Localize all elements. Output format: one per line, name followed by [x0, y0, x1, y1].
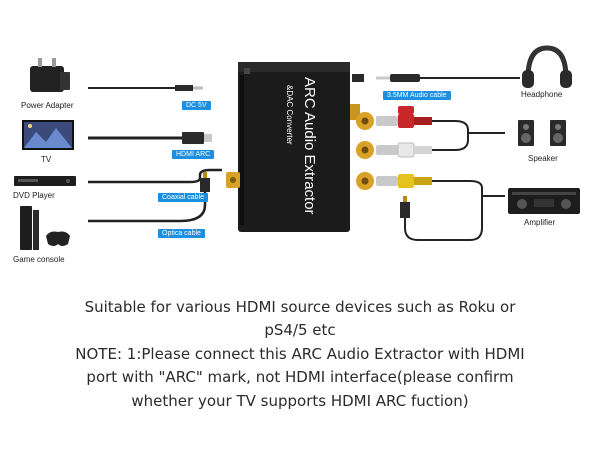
rca-amp-cable — [432, 180, 505, 197]
rca-plug-yellow — [376, 174, 432, 188]
optical-plug — [200, 178, 210, 192]
tag-optica-cable: Optica cable — [158, 229, 205, 238]
tag-hdmi-arc: HDMI ARC — [172, 150, 215, 159]
power-adapter-label: Power Adapter — [21, 101, 74, 110]
tag-dc-5v: DC 5V — [182, 101, 211, 110]
dvd-player-icon — [14, 176, 76, 186]
description-line: NOTE: 1:Please connect this ARC Audio Ex… — [75, 344, 525, 363]
rca-plug-white-top — [376, 142, 432, 158]
tv-icon — [22, 120, 74, 150]
description-line: port with "ARC" mark, not HDMI interface… — [86, 368, 514, 387]
headphone-icon — [522, 45, 572, 88]
description-line: whether your TV supports HDMI ARC fuctio… — [131, 391, 469, 410]
description-line: pS4/5 etc — [264, 321, 336, 340]
optical-out-cable — [404, 196, 483, 241]
power-adapter-icon — [30, 58, 70, 92]
dc-plug — [175, 85, 193, 91]
speaker-label: Speaker — [528, 154, 558, 163]
optical-out-plug — [400, 196, 410, 218]
game-console-label: Game console — [13, 255, 65, 264]
game-console-icon — [20, 206, 70, 250]
arc-extractor-device — [226, 62, 374, 232]
optical-cable — [88, 192, 207, 223]
hdmi-plug — [182, 132, 204, 144]
device-title: ARC Audio Extractor — [301, 77, 318, 215]
tag-coaxial-cable: Coaxial cable — [158, 193, 209, 202]
coax-cable — [88, 168, 222, 184]
rca-plug-red-top — [376, 114, 432, 128]
amplifier-icon — [508, 188, 580, 214]
tv-label: TV — [41, 155, 52, 164]
rca-speaker-cable — [432, 120, 505, 151]
description-text: Suitable for various HDMI source devices… — [30, 296, 570, 413]
rca-plug-red-bottom — [398, 106, 414, 114]
description-line: Suitable for various HDMI source devices… — [84, 298, 516, 316]
device-subtitle: &DAC Converter — [285, 85, 294, 145]
amplifier-label: Amplifier — [524, 218, 556, 227]
dvd-player-label: DVD Player — [13, 191, 55, 200]
connection-diagram: ARC Audio Extractor &DAC Converter Power… — [13, 45, 580, 264]
speaker-icon — [518, 120, 566, 146]
tag-3-5mm-audio-cable: 3.5MM Audio cable — [383, 91, 451, 100]
aux-plug — [376, 74, 420, 82]
headphone-label: Headphone — [521, 90, 563, 99]
diagram-svg: ARC Audio Extractor &DAC Converter — [14, 45, 580, 250]
